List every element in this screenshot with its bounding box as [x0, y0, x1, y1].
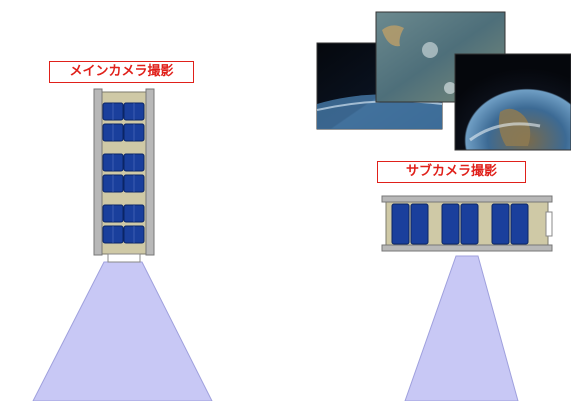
main-camera-beam	[32, 261, 213, 402]
earth-photo-3	[454, 53, 571, 151]
main-camera-label: メインカメラ撮影	[49, 61, 194, 83]
earth-photo-collage	[316, 11, 571, 151]
sub-camera-label: サブカメラ撮影	[377, 161, 526, 183]
sub-camera-beam	[404, 255, 519, 402]
solar-panel-cells	[391, 203, 529, 245]
sub-camera-satellite	[381, 195, 553, 252]
main-camera-satellite	[93, 88, 155, 263]
